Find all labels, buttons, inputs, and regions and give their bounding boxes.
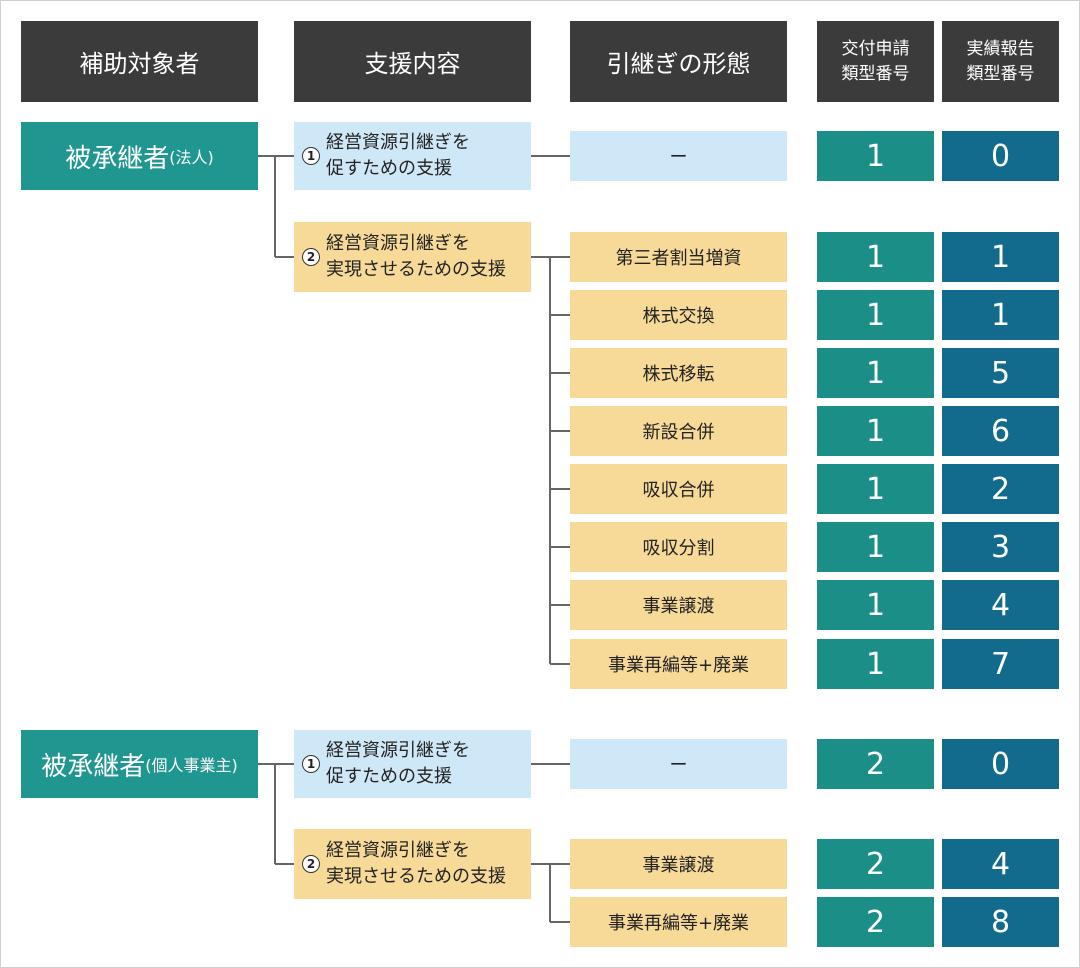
form-absorption-split: 吸収分割 (570, 522, 787, 572)
support-line2: 実現させるための支援 (326, 259, 506, 280)
subject-paren: (個人事業主) (145, 756, 238, 775)
header-grant-line2: 類型番号 (841, 63, 910, 84)
grant-code: 2 (817, 739, 934, 789)
grant-code: 1 (817, 522, 934, 572)
report-code: 0 (942, 739, 1059, 789)
header-report-line1: 実績報告 (966, 38, 1035, 59)
header-form: 引継ぎの形態 (570, 21, 787, 102)
number-1-icon: 1 (302, 755, 320, 773)
support-line1: 経営資源引継ぎを (326, 132, 470, 153)
header-report-line2: 類型番号 (966, 63, 1035, 84)
support-line1: 経営資源引継ぎを (326, 233, 470, 254)
support-line2: 実現させるための支援 (326, 866, 506, 887)
form-share-transfer: 株式移転 (570, 348, 787, 398)
support-encourage: 1 経営資源引継ぎを 促すための支援 (294, 730, 531, 798)
header-subject: 補助対象者 (21, 21, 258, 102)
report-code: 4 (942, 839, 1059, 889)
form-business-transfer: 事業譲渡 (570, 839, 787, 889)
report-code: 1 (942, 232, 1059, 282)
form-share-exchange: 株式交換 (570, 290, 787, 340)
report-code: 2 (942, 464, 1059, 514)
support-line2: 促すための支援 (326, 158, 452, 179)
support-line2: 促すための支援 (326, 766, 452, 787)
grant-code: 1 (817, 406, 934, 456)
support-realize: 2 経営資源引継ぎを 実現させるための支援 (294, 829, 531, 899)
number-1-icon: 1 (302, 147, 320, 165)
form-business-transfer: 事業譲渡 (570, 580, 787, 630)
subject-corporation: 被承継者(法人) (21, 122, 258, 190)
grant-code: 1 (817, 580, 934, 630)
subject-main: 被承継者 (41, 751, 146, 782)
form-none: ー (570, 131, 787, 181)
support-realize: 2 経営資源引継ぎを 実現させるための支援 (294, 222, 531, 292)
form-third-party-allotment: 第三者割当増資 (570, 232, 787, 282)
report-code: 0 (942, 131, 1059, 181)
grant-code: 1 (817, 232, 934, 282)
report-code: 5 (942, 348, 1059, 398)
support-encourage: 1 経営資源引継ぎを 促すための支援 (294, 122, 531, 190)
header-report-type: 実績報告 類型番号 (942, 21, 1059, 102)
grant-code: 1 (817, 131, 934, 181)
report-code: 6 (942, 406, 1059, 456)
form-reorganization-closure: 事業再編等+廃業 (570, 897, 787, 947)
grant-code: 2 (817, 897, 934, 947)
subject-paren: (法人) (169, 148, 214, 167)
support-line1: 経営資源引継ぎを (326, 740, 470, 761)
report-code: 7 (942, 639, 1059, 689)
grant-code: 1 (817, 348, 934, 398)
form-none: ー (570, 739, 787, 789)
grant-code: 1 (817, 290, 934, 340)
grant-code: 1 (817, 639, 934, 689)
report-code: 1 (942, 290, 1059, 340)
header-support: 支援内容 (294, 21, 531, 102)
support-line1: 経営資源引継ぎを (326, 840, 470, 861)
form-reorganization-closure: 事業再編等+廃業 (570, 639, 787, 689)
header-grant-type: 交付申請 類型番号 (817, 21, 934, 102)
number-2-icon: 2 (302, 248, 320, 266)
grant-code: 1 (817, 464, 934, 514)
subject-main: 被承継者 (65, 143, 170, 174)
report-code: 4 (942, 580, 1059, 630)
form-consolidation: 新設合併 (570, 406, 787, 456)
report-code: 8 (942, 897, 1059, 947)
header-grant-line1: 交付申請 (841, 38, 910, 59)
number-2-icon: 2 (302, 855, 320, 873)
form-absorption-merger: 吸収合併 (570, 464, 787, 514)
grant-code: 2 (817, 839, 934, 889)
report-code: 3 (942, 522, 1059, 572)
subject-sole-proprietor: 被承継者(個人事業主) (21, 730, 258, 798)
